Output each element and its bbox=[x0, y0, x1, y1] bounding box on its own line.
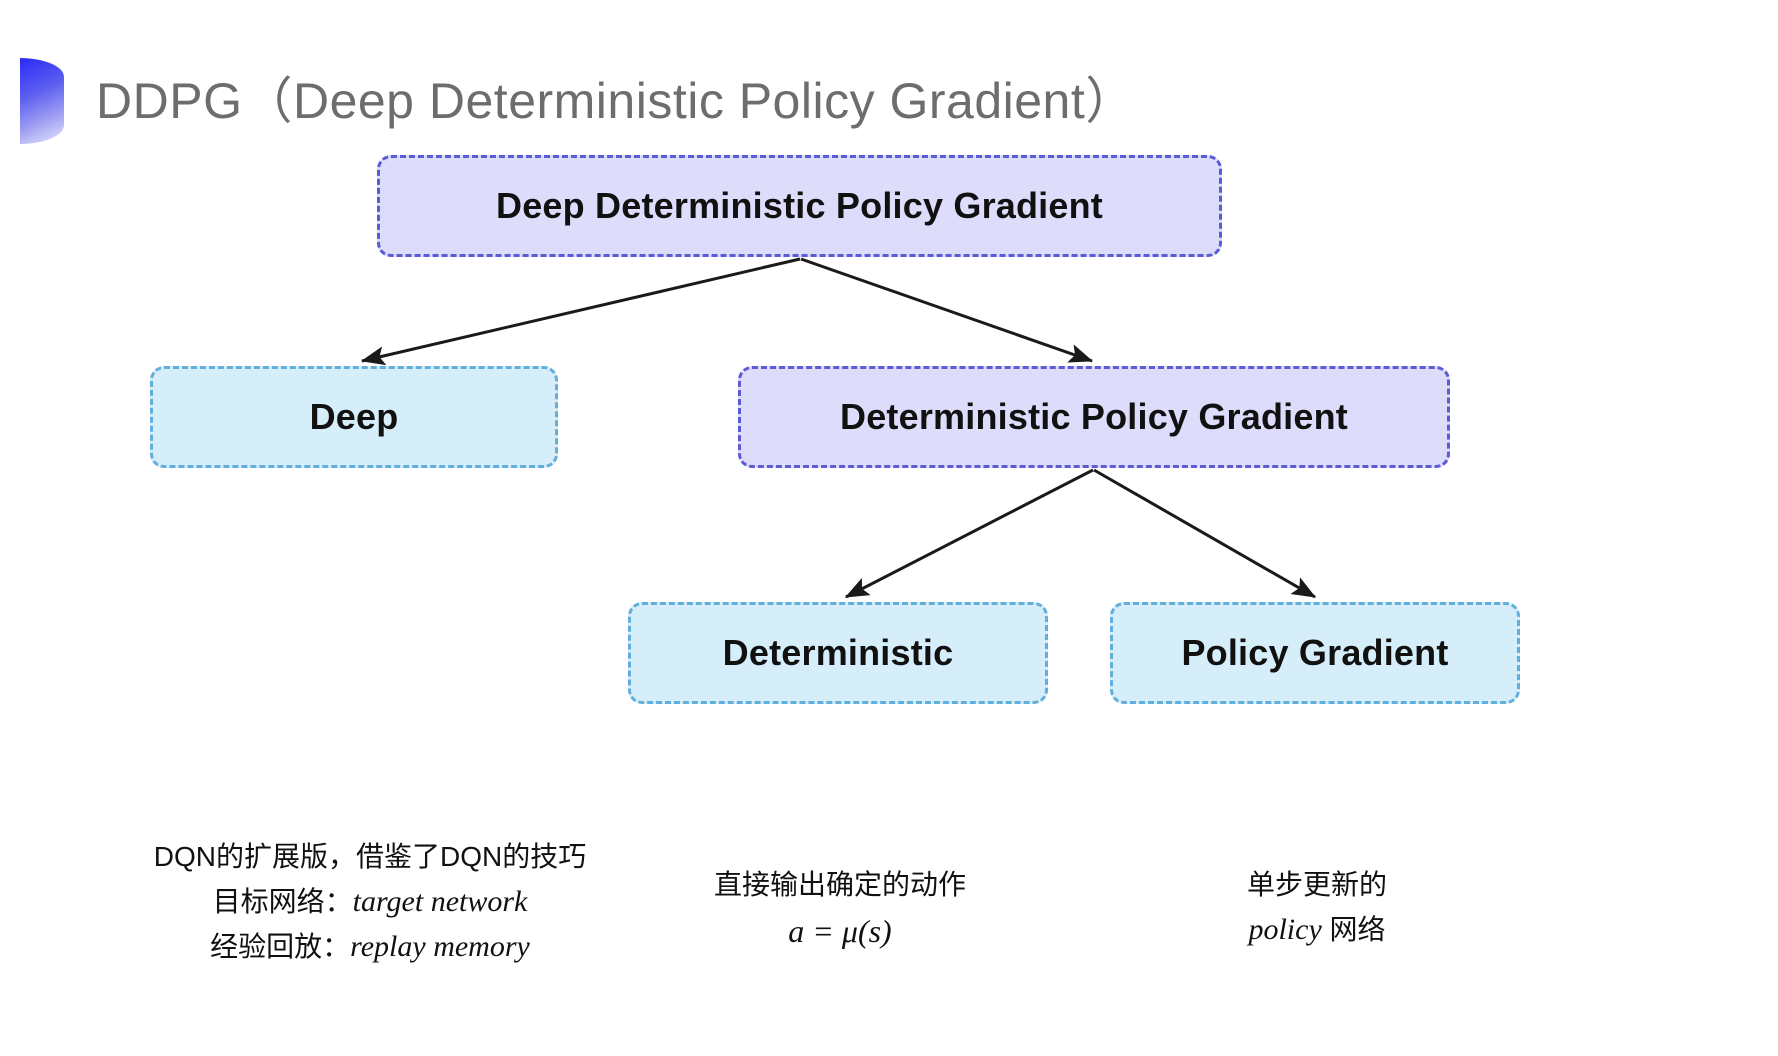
node-policy-gradient[interactable]: Policy Gradient bbox=[1110, 602, 1520, 704]
node-label: Policy Gradient bbox=[1181, 632, 1449, 674]
node-deterministic[interactable]: Deterministic bbox=[628, 602, 1048, 704]
node-label: Deterministic Policy Gradient bbox=[840, 396, 1348, 438]
caption-deep-line-2-value: target network bbox=[352, 884, 528, 918]
node-deep[interactable]: Deep bbox=[150, 366, 558, 468]
node-deterministic-policy-gradient[interactable]: Deterministic Policy Gradient bbox=[738, 366, 1450, 468]
caption-policy-gradient-line-1: 单步更新的 bbox=[1246, 869, 1387, 900]
caption-deterministic-formula: a = μ(s) bbox=[788, 912, 892, 949]
caption-deep-line-3-value: replay memory bbox=[350, 930, 530, 964]
node-label: Deterministic bbox=[722, 632, 954, 674]
connector-dpg-to-policy-gradient bbox=[1093, 468, 1317, 599]
node-label: Deep Deterministic Policy Gradient bbox=[496, 185, 1103, 227]
caption-deep-line-3-label: 经验回放： bbox=[210, 931, 351, 963]
caption-deep: DQN的扩展版，借鉴了DQN的技巧 目标网络：target network 经验… bbox=[100, 836, 640, 970]
node-label: Deep bbox=[309, 396, 399, 438]
caption-policy-gradient-line-2-value: policy bbox=[1248, 912, 1322, 946]
caption-deterministic: 直接输出确定的动作 a = μ(s) bbox=[640, 864, 1040, 955]
caption-deep-line-2-label: 目标网络： bbox=[212, 885, 353, 917]
caption-deterministic-line-1: 直接输出确定的动作 bbox=[713, 869, 966, 900]
caption-deep-line-1: DQN的扩展版，借鉴了DQN的技巧 bbox=[153, 841, 587, 872]
caption-deep-line-3: 经验回放：replay memory bbox=[100, 924, 640, 970]
connector-root-to-deep bbox=[360, 257, 801, 366]
node-deep-deterministic-policy-gradient[interactable]: Deep Deterministic Policy Gradient bbox=[377, 155, 1222, 257]
page-title-text: DDPG（Deep Deterministic Policy Gradient） bbox=[96, 73, 1136, 129]
caption-policy-gradient-line-2-suffix: 网络 bbox=[1321, 913, 1386, 945]
connector-dpg-to-deterministic bbox=[844, 468, 1094, 599]
caption-deep-line-2: 目标网络：target network bbox=[100, 879, 640, 925]
half-circle-bullet-icon bbox=[20, 58, 64, 144]
caption-policy-gradient-line-2: policy 网络 bbox=[1122, 907, 1512, 953]
page-title: DDPG（Deep Deterministic Policy Gradient） bbox=[0, 58, 1136, 144]
connector-root-to-dpg bbox=[800, 257, 1094, 363]
caption-policy-gradient: 单步更新的 policy 网络 bbox=[1122, 864, 1512, 952]
